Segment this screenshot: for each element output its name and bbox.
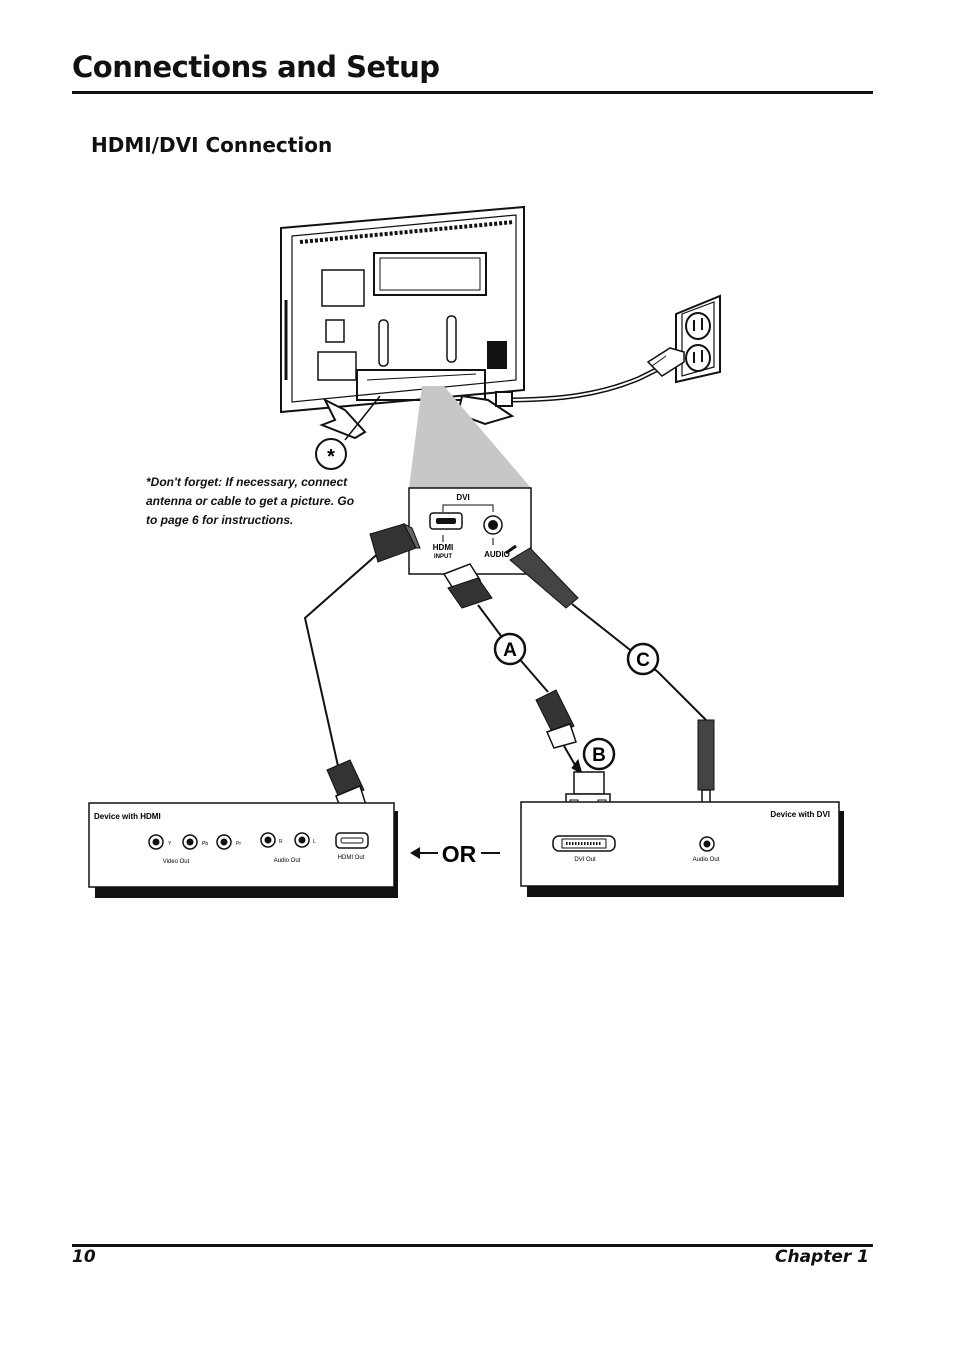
rca-jack-pr <box>216 834 232 850</box>
footer-chapter: Chapter 1 <box>774 1247 869 1267</box>
dvi-group-label: DVI <box>456 493 469 502</box>
hdmi-device-box: Device with HDMI Y Pb Pr R L Video Out A… <box>88 802 398 898</box>
setup-note: *Don't forget: If necessary, connect ant… <box>146 475 354 527</box>
title-rule <box>72 91 873 94</box>
callout-a-label: A <box>503 640 517 661</box>
callout-b-label: B <box>592 745 606 766</box>
jack-l-label: L <box>313 839 316 845</box>
jack-pb-label: Pb <box>202 841 208 847</box>
note-symbol: * <box>327 446 335 468</box>
zoom-cone <box>409 386 531 488</box>
tv-rear-illustration <box>280 205 662 440</box>
rca-jack-y <box>148 834 164 850</box>
rca-jack-r <box>260 832 276 848</box>
note-line-3: to page 6 for instructions. <box>146 513 293 527</box>
page-title: Connections and Setup <box>72 50 440 84</box>
hdmi-port-label: HDMI <box>433 543 453 552</box>
hdmi-cable-left <box>303 522 421 813</box>
rca-jack-pb <box>182 834 198 850</box>
audio-port-label: AUDIO <box>484 550 510 559</box>
dvi-device-audio-out-label: Audio Out <box>693 857 720 863</box>
footer-page-number: 10 <box>72 1247 96 1267</box>
note-line-2: antenna or cable to get a picture. Go <box>146 494 354 508</box>
note-line-1: *Don't forget: If necessary, connect <box>146 475 348 489</box>
input-label: INPUT <box>434 554 452 560</box>
dvi-device-title: Device with DVI <box>770 810 830 819</box>
tv-input-panel: DVI HDMI INPUT AUDIO <box>408 487 532 575</box>
dvi-out-port <box>552 835 616 852</box>
audio-cable-c <box>505 544 715 805</box>
wall-outlet <box>646 294 721 384</box>
hdmi-out-port <box>335 832 369 849</box>
hdmi-out-label: HDMI Out <box>338 855 365 861</box>
dvi-device-audio-jack <box>699 836 715 852</box>
callout-c: C <box>626 642 660 676</box>
callout-c-label: C <box>636 650 650 671</box>
hdmi-device-title: Device with HDMI <box>94 812 161 821</box>
hdmi-device-audio-out-label: Audio Out <box>274 858 301 864</box>
note-marker: * <box>315 395 381 470</box>
footer-rule <box>72 1244 873 1247</box>
rca-jack-l <box>294 832 310 848</box>
jack-pr-label: Pr <box>236 841 241 847</box>
video-out-label: Video Out <box>163 859 190 865</box>
dvi-out-label: DVI Out <box>574 857 596 863</box>
callout-b: B <box>582 737 616 771</box>
hdmi-cable-a <box>442 563 611 825</box>
section-heading: HDMI/DVI Connection <box>91 133 333 157</box>
jack-r-label: R <box>279 839 283 845</box>
jack-y-label: Y <box>168 841 172 847</box>
or-indicator: OR <box>410 841 500 867</box>
callout-a: A <box>493 632 527 666</box>
or-label: OR <box>442 841 477 867</box>
dvi-device-box: Device with DVI DVI Out Audio Out <box>520 801 844 897</box>
